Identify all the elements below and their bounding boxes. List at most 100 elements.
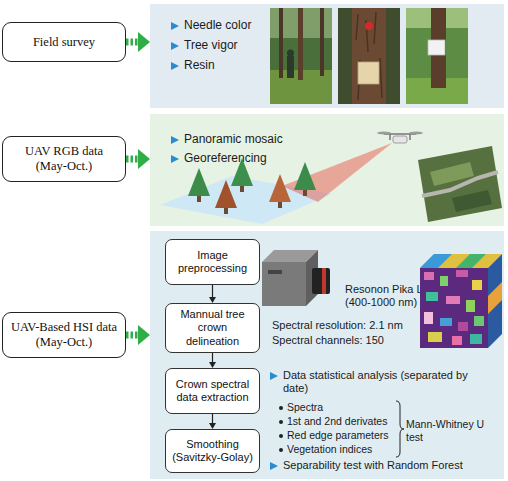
- surveyor-head: [287, 50, 294, 57]
- box-label: UAV RGB data (May-Oct.): [9, 144, 119, 174]
- band-text: Separability test with Random Forest: [283, 459, 501, 472]
- bullet-triangle: [171, 62, 179, 70]
- process-box: Crown spectral data extraction: [165, 368, 260, 414]
- photo-canopy: [270, 8, 332, 38]
- bullet-dot: [279, 420, 283, 424]
- source-box: Field survey: [2, 22, 126, 62]
- band-text: Data statistical analysis (separated by …: [283, 369, 493, 395]
- arrow-head: [138, 325, 150, 345]
- photo-ground: [270, 70, 332, 104]
- field-photo: [270, 8, 332, 104]
- band-text: Spectra: [287, 401, 397, 414]
- arrow-head: [209, 423, 216, 429]
- band-text: Georeferencing: [184, 151, 304, 165]
- tree-trunk: [278, 200, 282, 208]
- box-label: Smoothing (Savitzky-Golay): [171, 438, 254, 464]
- hyperspectral-cube: [420, 254, 502, 348]
- resin-tag: [358, 62, 379, 84]
- camera-top: [262, 250, 318, 262]
- arrow-head: [138, 32, 150, 52]
- process-box: Mannual tree crown delineation: [165, 303, 260, 353]
- flow-arrow: [126, 32, 150, 52]
- ground-plane: [160, 176, 332, 224]
- drone-body: [393, 136, 407, 143]
- cube-top: [420, 254, 502, 268]
- step-arrow: [209, 353, 216, 368]
- source-box: UAV RGB data (May-Oct.): [2, 136, 126, 182]
- band-text: Spectral channels: 150: [272, 334, 432, 347]
- bullet-triangle: [171, 42, 179, 50]
- process-box: Image preprocessing: [165, 239, 260, 285]
- arrow-head: [138, 149, 150, 169]
- band-text: Panoramic mosaic: [184, 132, 304, 146]
- cube-side: [488, 254, 502, 348]
- band-text: Tree vigor: [184, 38, 284, 52]
- cube-pixel: [428, 332, 442, 342]
- cube-pixel: [446, 296, 460, 304]
- cube-pixel: [424, 272, 434, 280]
- cube-pixel: [474, 316, 484, 326]
- field-photo: [338, 8, 400, 104]
- arrow-shaft: [126, 332, 138, 339]
- tree-trunk: [224, 206, 228, 214]
- pine-tree: [294, 162, 316, 196]
- photo-grass: [406, 78, 468, 104]
- camera-body: [262, 262, 306, 306]
- red-marker: [365, 22, 373, 30]
- map-patch: [430, 162, 474, 186]
- orthomosaic-map: [418, 146, 502, 222]
- band-text: Resonon Pika L (400-1000 nm): [345, 283, 433, 309]
- bullet-dot: [279, 434, 283, 438]
- step-arrow: [209, 414, 216, 429]
- cube-pixel: [456, 270, 468, 277]
- cube-pixel: [440, 276, 448, 286]
- tree-crown: [231, 158, 253, 186]
- lens-ring: [322, 268, 326, 294]
- arrow-shaft: [212, 414, 213, 423]
- bullet-triangle: [270, 462, 278, 470]
- drone-rotor: [409, 132, 423, 135]
- arrow-shaft: [126, 39, 138, 46]
- cube-pixel: [426, 292, 438, 301]
- drone-rotor: [377, 132, 391, 135]
- tree-trunk: [279, 8, 283, 78]
- process-box: Smoothing (Savitzky-Golay): [165, 429, 260, 473]
- flow-arrow: [126, 325, 150, 345]
- camera-side: [306, 250, 318, 306]
- section-band: Panoramic mosaicGeoreferencing: [150, 114, 504, 226]
- band-text: Red edge parameters: [287, 429, 397, 442]
- tree-trunk: [298, 8, 303, 80]
- bullet-dot: [279, 448, 283, 452]
- drone-arms: [384, 134, 416, 140]
- cube-pixel: [424, 312, 433, 324]
- cube-top-band: [456, 254, 486, 268]
- section-band: Resonon Pika L (400-1000 nm) Spectral res…: [150, 231, 504, 479]
- bark-texture: [356, 12, 382, 100]
- cube-pixel: [452, 336, 462, 345]
- hyperspectral-camera: [262, 250, 330, 306]
- box-label: UAV-Based HSI data (May-Oct.): [9, 320, 119, 350]
- tree-crown: [294, 162, 316, 190]
- band-text: Spectral resolution: 2.1 nm: [272, 319, 432, 332]
- photo-background: [338, 8, 400, 104]
- camera-port: [268, 270, 282, 274]
- tree-crown: [188, 168, 210, 196]
- drone: [377, 132, 423, 144]
- cube-side-band: [488, 282, 502, 314]
- map-road: [422, 172, 498, 196]
- photo-background: [270, 8, 332, 104]
- bullet-triangle: [171, 136, 179, 144]
- section-band: Needle colorTree vigorResin: [150, 4, 504, 108]
- box-label: Crown spectral data extraction: [171, 378, 254, 404]
- cube-pixel: [472, 280, 482, 290]
- arrow-shaft: [126, 156, 138, 163]
- cube-pixel: [440, 318, 452, 326]
- surveyor-figure: [287, 56, 294, 78]
- field-photo: [406, 8, 468, 104]
- photo-sky: [406, 8, 468, 28]
- bullet-dot: [279, 406, 283, 410]
- box-label: Image preprocessing: [171, 249, 254, 275]
